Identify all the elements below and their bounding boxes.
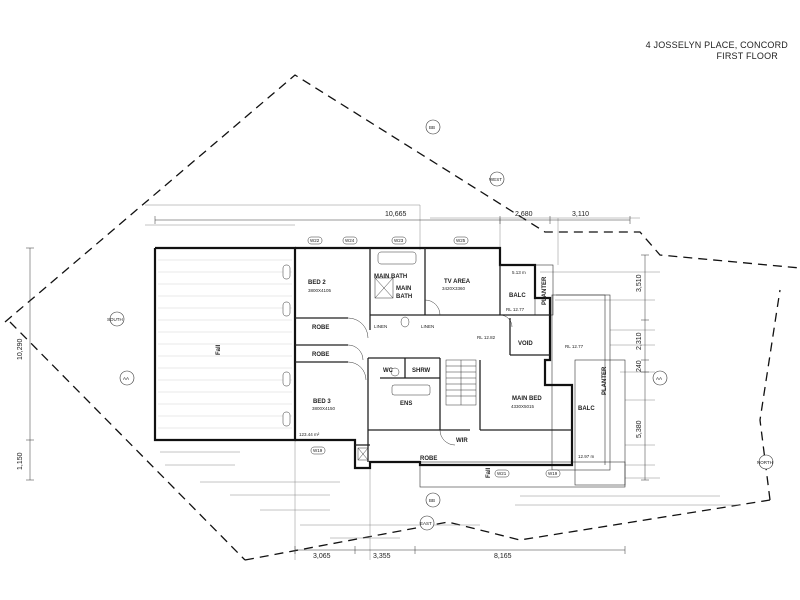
level-rl-1277-b: RL 12.77 [565, 344, 584, 349]
window-label: W22 [310, 238, 320, 243]
window-label: W19 [313, 448, 323, 453]
room-label-shrw: SHRW [412, 368, 431, 374]
balcony-fall-label: Fall [486, 467, 492, 478]
section-marker-bb-bottom: BB [429, 498, 435, 503]
level-labels: RL 12.82 RL 12.77 RL 12.77 12.97 m 5.13 … [299, 270, 595, 459]
room-label-robe-2: ROBE [312, 352, 329, 358]
dim-right-1: 3,510 [636, 274, 643, 292]
room-label-main-bath: MAIN BATH [374, 274, 407, 280]
deck-fall-label: Fall [216, 344, 222, 355]
distance-label: 5.13 m [512, 270, 526, 275]
dim-bottom-2: 3,355 [373, 553, 391, 560]
room-label-planter-right: PLANTER [602, 366, 608, 395]
room-label-balc-right: BALC [578, 406, 595, 412]
section-marker-aa-left: AA [123, 376, 129, 381]
dim-right-2: 2,310 [636, 332, 643, 350]
window-markers [282, 236, 561, 478]
room-label-wc: WC [383, 368, 394, 374]
section-marker-aa-right: AA [656, 376, 662, 381]
level-rl-1297: 12.97 m [578, 454, 595, 459]
dim-bottom-1: 3,065 [313, 553, 331, 560]
dimension-values: 10,665 2,680 3,110 3,065 3,355 8,165 10,… [17, 211, 643, 560]
window-label: W25 [456, 238, 466, 243]
reference-lines [145, 204, 740, 560]
orientation-west: WEST [489, 177, 502, 182]
room-label-linen-2: LINEN [421, 324, 434, 329]
external-walls [153, 246, 574, 470]
stairs [445, 359, 477, 406]
plan-level: FIRST FLOOR [716, 51, 778, 61]
bath-fixtures [357, 251, 431, 461]
dim-top-2: 2,680 [515, 211, 533, 218]
room-label-main-bed: MAIN BED [512, 396, 542, 402]
orientation-east: EAST [420, 521, 432, 526]
room-label-bed3: BED 3 [313, 399, 331, 405]
internal-walls [295, 248, 572, 462]
dim-right-4: 5,380 [636, 420, 643, 438]
room-size-main-bed: 4330X5015 [511, 404, 535, 409]
area-label: 123.44 m² [299, 432, 320, 437]
dim-top-1: 10,665 [385, 211, 407, 218]
site-boundary [4, 74, 800, 561]
room-label-ens: ENS [400, 401, 412, 407]
orientation-south: SOUTH [107, 317, 123, 322]
orientation-north: NORTH [757, 460, 773, 465]
room-label-planter-top: PLANTER [542, 276, 548, 305]
dim-bottom-3: 8,165 [494, 553, 512, 560]
room-size-bed3: 3800X4150 [312, 406, 336, 411]
room-label-balc-top: BALC [509, 293, 526, 299]
room-size-tv-area: 3420X3360 [442, 286, 466, 291]
dim-right-3: 240 [636, 360, 643, 372]
room-label-robe-1: ROBE [312, 325, 329, 331]
deck-hatch [158, 259, 292, 429]
plan-address: 4 JOSSELYN PLACE, CONCORD [645, 40, 788, 50]
section-marker-bb-top: BB [429, 125, 435, 130]
room-size-bed2: 3800X4105 [308, 288, 332, 293]
window-label: W21 [497, 471, 507, 476]
dimension-lines [26, 216, 649, 554]
window-label: W19 [548, 471, 558, 476]
dim-left-2: 1,150 [17, 452, 24, 470]
level-rl-1282: RL 12.82 [477, 335, 496, 340]
door-swings [347, 299, 513, 446]
level-rl-1277-a: RL 12.77 [506, 307, 525, 312]
dim-left-1: 10,290 [17, 338, 24, 360]
room-label-robe-3: ROBE [420, 456, 437, 462]
window-label: W24 [345, 238, 355, 243]
room-label-void: VOID [518, 341, 533, 347]
dim-top-3: 3,110 [572, 211, 589, 218]
room-label-linen-1: LINEN [374, 324, 387, 329]
room-labels: BED 2 3800X4105 MAIN BATH MAIN BATH TV A… [216, 274, 608, 478]
room-label-bed2: BED 2 [308, 280, 326, 286]
room-label-main-bath-b: BATH [396, 294, 412, 300]
room-label-tv-area: TV AREA [444, 279, 471, 285]
room-label-wir: WIR [456, 438, 468, 444]
room-label-main-bath-a: MAIN [396, 286, 411, 292]
window-label: W23 [394, 238, 404, 243]
section-markers [109, 119, 774, 531]
